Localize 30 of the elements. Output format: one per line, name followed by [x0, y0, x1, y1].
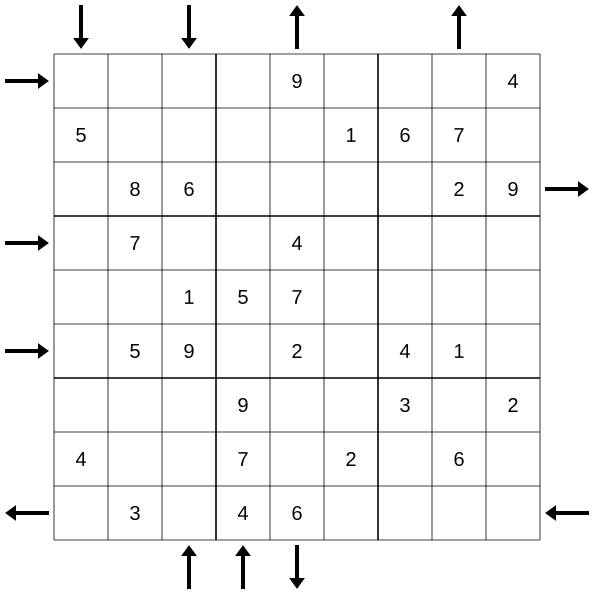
grid-digit: 4 — [400, 344, 410, 358]
grid-digit: 3 — [400, 398, 410, 412]
grid-digit: 2 — [346, 452, 356, 466]
grid-digit: 3 — [130, 506, 140, 520]
grid-digit: 6 — [400, 128, 410, 142]
grid-digit: 1 — [184, 290, 194, 304]
grid-digit: 4 — [76, 452, 86, 466]
grid-digit: 2 — [292, 344, 302, 358]
grid-digit: 9 — [238, 398, 248, 412]
grid-digit: 9 — [292, 74, 302, 88]
grid-digit: 1 — [454, 344, 464, 358]
grid-digit: 6 — [292, 506, 302, 520]
grid-digit: 4 — [238, 506, 248, 520]
grid-digit: 5 — [238, 290, 248, 304]
grid-digit: 7 — [130, 236, 140, 250]
grid-digit: 5 — [76, 128, 86, 142]
grid-digit: 6 — [184, 182, 194, 196]
grid-digit: 7 — [292, 290, 302, 304]
grid-digit: 1 — [346, 128, 356, 142]
grid-digit: 7 — [454, 128, 464, 142]
grid-digit: 2 — [454, 182, 464, 196]
grid-digit: 2 — [508, 398, 518, 412]
grid-digit: 8 — [130, 182, 140, 196]
grid-digit: 9 — [184, 344, 194, 358]
grid-digit: 5 — [130, 344, 140, 358]
grid-digit: 6 — [454, 452, 464, 466]
grid-digit: 4 — [508, 74, 518, 88]
grid-digit: 7 — [238, 452, 248, 466]
grid-digit: 9 — [508, 182, 518, 196]
grid-digit: 4 — [292, 236, 302, 250]
